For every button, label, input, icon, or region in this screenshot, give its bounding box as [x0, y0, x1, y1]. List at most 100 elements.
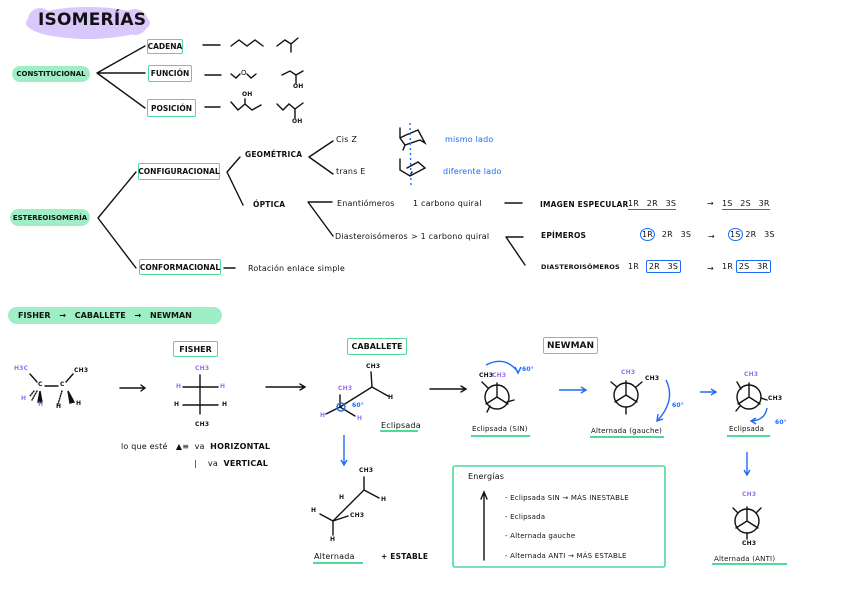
atom-label: H	[76, 400, 82, 407]
conformacional-desc: Rotación enlace simple	[248, 264, 346, 273]
alcohol-mid	[230, 98, 262, 111]
rotation-arrow	[656, 379, 671, 423]
atom-label: CH3	[479, 372, 494, 379]
newman-eclipsed	[735, 381, 768, 412]
rotation-circle	[336, 402, 346, 412]
atom-label: CH3	[338, 385, 353, 392]
ether-oxygen: O	[241, 69, 247, 77]
atom-label: CH3	[195, 421, 210, 428]
newman-3-label: Eclipsada	[729, 425, 765, 433]
newman-1-label: Eclipsada (SIN)	[472, 425, 528, 433]
rule-text: va	[207, 459, 218, 468]
oh-label: OH	[293, 83, 304, 90]
newman-gauche	[610, 380, 643, 415]
fisher-rule-1: lo que esté ▲≡ va HORIZONTAL	[121, 443, 270, 451]
atom-label: H	[388, 394, 394, 401]
dia-config-to: 1R 2S 3R	[722, 260, 772, 273]
atom-label: CH3	[366, 363, 381, 370]
enant-config-to: 1S 2S 3R	[722, 199, 770, 210]
angle-label: 60°	[522, 366, 534, 373]
rule-text: lo que esté	[121, 442, 168, 451]
circled-center: 1S	[728, 228, 743, 241]
fisher-rule-2: | va VERTICAL	[194, 460, 268, 468]
atom-label: CH3	[621, 369, 636, 376]
diastereo2-label: DIASTEROISÓMEROS	[541, 263, 620, 271]
angle-label: 60°	[775, 419, 787, 426]
atom-label: H	[220, 383, 226, 390]
fisher-title-box: FISHER	[173, 341, 218, 357]
configuracional-box: CONFIGURACIONAL	[138, 163, 220, 180]
oh-label: OH	[292, 118, 303, 125]
symmetry-axis	[409, 122, 412, 187]
epi-config-from: 1R 2R 3S	[640, 228, 691, 241]
boxed-centers: 2S 3R	[735, 260, 772, 273]
rotation-arrow	[749, 407, 768, 425]
ether	[230, 73, 257, 79]
chain-linear	[230, 39, 264, 47]
page-title: ISOMERÍAS	[38, 10, 147, 30]
constitucional-pill: CONSTITUCIONAL	[12, 66, 90, 82]
atom-label: H	[330, 536, 336, 543]
eclipsada-label: Eclipsada	[381, 421, 421, 430]
arrow: →	[707, 199, 714, 208]
config-first: 1R	[722, 262, 734, 271]
dia-config-from: 1R 2R 3S	[628, 260, 682, 273]
epimeros-label: EPÍMEROS	[541, 231, 587, 240]
atom-label: H	[176, 383, 182, 390]
cyclohexane-cis	[399, 127, 427, 151]
cis-label: Cis Z	[336, 135, 357, 144]
oh-label: OH	[242, 91, 253, 98]
estereo-branches	[97, 127, 526, 269]
enantiomeros-condition: 1 carbono quiral	[413, 199, 482, 208]
projections-banner: FISHER → CABALLETE → NEWMAN	[8, 307, 222, 324]
newman-2-label: Alternada (gauche)	[591, 427, 663, 435]
angle-label: 60°	[352, 402, 364, 409]
atom-label: CH3	[492, 372, 507, 379]
energy-item: - Eclipsada	[505, 513, 546, 521]
line-symbol: |	[194, 459, 197, 468]
newman-title-box: NEWMAN	[543, 337, 598, 354]
rotation-arrow	[485, 360, 522, 375]
atom-label: H	[174, 401, 180, 408]
diastereo-label: Diasteroisómeros	[335, 232, 408, 241]
newman-eclipsed-sin	[481, 381, 515, 413]
alternada-label: Alternada	[314, 552, 355, 561]
wedge-symbol: ▲≡	[175, 442, 190, 451]
cyclohexane-trans	[399, 158, 427, 177]
constitucional-branches	[96, 37, 304, 119]
cis-note: mismo lado	[445, 135, 494, 144]
energy-arrow	[480, 490, 488, 561]
ethane-wedge-molecule	[29, 373, 76, 405]
circled-center: 1R	[640, 228, 656, 241]
energy-title: Energías	[468, 472, 505, 481]
atom-label: CH3	[359, 467, 374, 474]
fisher-cross	[182, 374, 219, 415]
atom-label: H3C	[14, 365, 29, 372]
atom-label: H	[339, 494, 345, 501]
arrow: →	[707, 264, 714, 273]
rule-text: HORIZONTAL	[210, 442, 271, 451]
funcion-box: FUNCIÓN	[148, 65, 192, 82]
energy-item: - Eclipsada SIN → MÁS INESTABLE	[505, 494, 629, 502]
energy-box	[452, 465, 666, 568]
atom-label: CH3	[74, 367, 89, 374]
sawhorse-eclipsed	[325, 371, 389, 417]
atom-label: CH3	[742, 491, 757, 498]
atom-label: CH3	[744, 371, 759, 378]
cadena-box: CADENA	[147, 39, 183, 54]
enantiomeros-label: Enantiómeros	[337, 199, 395, 208]
atom-label: H	[357, 415, 363, 422]
atom-label: CH3	[195, 365, 210, 372]
sawhorse-staggered	[319, 476, 380, 536]
geometrica-label: GEOMÉTRICA	[245, 150, 303, 159]
caballete-title-box: CABALLETE	[347, 338, 407, 355]
newman-4-label: Alternada (ANTI)	[714, 555, 776, 563]
atom-label: H	[56, 403, 62, 410]
atom-label: H	[320, 412, 326, 419]
config-first: 1R	[628, 262, 640, 271]
angle-label: 60°	[672, 402, 684, 409]
newman-anti	[732, 506, 762, 540]
conformacional-box: CONFORMACIONAL	[139, 259, 221, 275]
alcohol	[281, 70, 304, 84]
